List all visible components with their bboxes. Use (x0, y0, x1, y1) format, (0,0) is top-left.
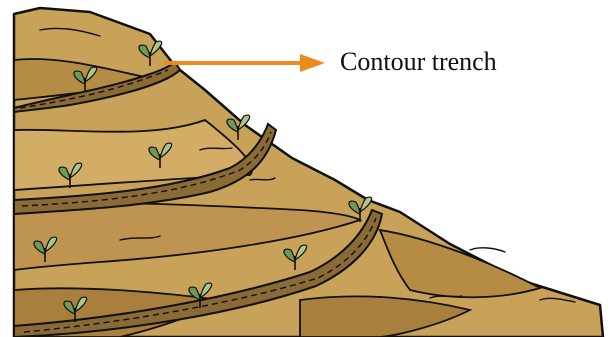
annotation-arrowhead (300, 54, 325, 72)
annotation: Contour trench (165, 47, 497, 76)
annotation-label: Contour trench (340, 47, 497, 76)
